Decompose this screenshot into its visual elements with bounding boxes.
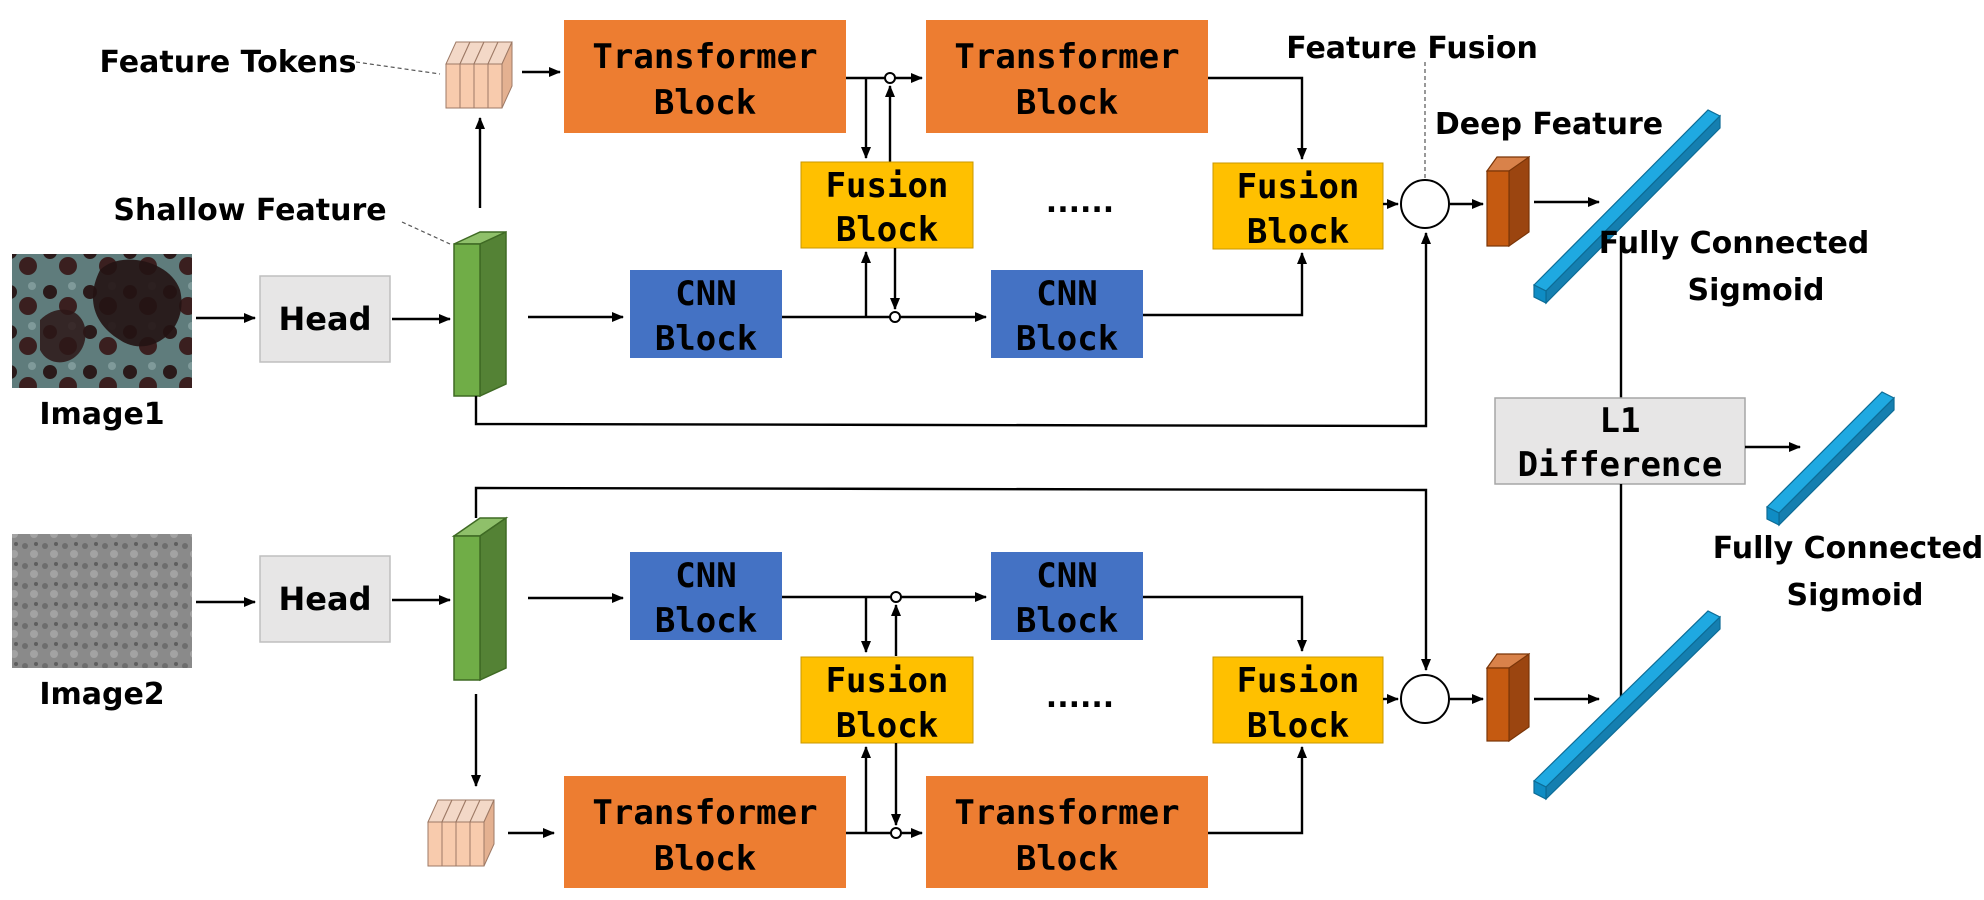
fusion-label-line1: Fusion [826, 166, 949, 206]
ellipsis-bottom: ...... [1046, 680, 1114, 715]
junction-top-upper [884, 72, 896, 84]
transformer-label-line2: Block [654, 839, 756, 879]
cnn-label-line2: Block [655, 601, 757, 641]
feature-tokens-pointer [355, 61, 441, 75]
fc-bar-bottom [1532, 610, 1722, 801]
arrow-cnn2-fusion2-bottom [1143, 595, 1307, 652]
image1-label: Image1 [39, 397, 164, 432]
fusion-label-line2: Block [1247, 706, 1349, 746]
ellipsis-top: ...... [1046, 185, 1114, 220]
cnn-block-1-bottom: CNN Block [630, 552, 782, 641]
arrow-shallow-bypass-bottom [474, 486, 1431, 671]
fc-bar-top [1532, 109, 1722, 305]
fusion-label-line1: Fusion [1237, 167, 1360, 207]
fc-sigmoid-right-line1: Fully Connected [1713, 531, 1984, 566]
head-block-top: Head [259, 275, 391, 363]
feature-fusion-circle-bottom [1400, 674, 1450, 724]
l1-label-line2: Difference [1518, 445, 1723, 485]
transformer-block-2-top: Transformer Block [926, 20, 1208, 133]
transformer-label-line2: Block [1016, 83, 1118, 123]
fusion-block-1-bottom: Fusion Block [800, 656, 974, 746]
fc-sigmoid-top-line1: Fully Connected [1599, 226, 1870, 261]
head-label-bottom: Head [279, 580, 372, 618]
image2-label: Image2 [39, 677, 164, 712]
shallow-feature-bottom [451, 516, 509, 682]
junction-bottom-lower [890, 827, 902, 839]
arrow-t2-fusion2-bottom [1208, 746, 1307, 835]
arrow-cnn2-fusion2-top [1143, 252, 1307, 317]
deep-feature-top [1485, 155, 1531, 248]
fusion-label-line2: Block [836, 706, 938, 746]
feature-tokens-bottom [427, 799, 495, 867]
fc-sigmoid-right-line2: Sigmoid [1787, 578, 1924, 613]
transformer-label-line1: Transformer [954, 37, 1179, 77]
head-label-top: Head [279, 300, 372, 338]
l1-label-line1: L1 [1600, 401, 1641, 441]
fusion-block-1-top: Fusion Block [800, 161, 974, 250]
transformer-label-line1: Transformer [954, 793, 1179, 833]
feature-fusion-circle-top [1400, 179, 1450, 229]
fusion-label-line1: Fusion [826, 661, 949, 701]
cnn-block-1-top: CNN Block [630, 270, 782, 359]
cnn-label-line1: CNN [1036, 556, 1097, 596]
fusion-label-line2: Block [1247, 212, 1349, 252]
shallow-feature-label: Shallow Feature [113, 193, 386, 228]
image1-thumbnail [12, 254, 192, 388]
cnn-label-line1: CNN [675, 274, 736, 314]
transformer-block-1-bottom: Transformer Block [564, 776, 846, 888]
feature-tokens-label: Feature Tokens [100, 45, 357, 80]
head-block-bottom: Head [259, 555, 391, 643]
image2-thumbnail [12, 534, 192, 668]
deep-feature-label: Deep Feature [1435, 107, 1663, 142]
junction-bottom-upper [890, 591, 902, 603]
transformer-label-line2: Block [1016, 839, 1118, 879]
transformer-block-1-top: Transformer Block [564, 20, 846, 133]
fc-bar-right [1765, 391, 1896, 527]
fusion-label-line2: Block [836, 210, 938, 250]
cnn-block-2-top: CNN Block [991, 270, 1143, 359]
cnn-label-line1: CNN [1036, 274, 1097, 314]
fc-sigmoid-top-line2: Sigmoid [1688, 273, 1825, 308]
deep-feature-bottom [1485, 652, 1531, 743]
transformer-block-2-bottom: Transformer Block [926, 776, 1208, 888]
junction-top-lower [889, 311, 901, 323]
arrow-t2-fusion2-top [1208, 76, 1307, 160]
fusion-label-line1: Fusion [1237, 661, 1360, 701]
cnn-label-line2: Block [1016, 601, 1118, 641]
cnn-block-2-bottom: CNN Block [991, 552, 1143, 641]
fusion-block-2-top: Fusion Block [1212, 162, 1384, 252]
cnn-label-line1: CNN [675, 556, 736, 596]
arrow-shallow-bypass-top [474, 232, 1431, 428]
transformer-label-line2: Block [654, 83, 756, 123]
cnn-label-line2: Block [655, 319, 757, 359]
feature-fusion-label: Feature Fusion [1286, 31, 1538, 66]
shallow-feature-top [453, 230, 507, 398]
shallow-feature-pointer [401, 221, 451, 245]
fusion-block-2-bottom: Fusion Block [1212, 656, 1384, 746]
transformer-label-line1: Transformer [592, 793, 817, 833]
feature-tokens-top [445, 41, 513, 109]
cnn-label-line2: Block [1016, 319, 1118, 359]
transformer-label-line1: Transformer [592, 37, 817, 77]
l1-difference-block: L1 Difference [1494, 397, 1746, 485]
